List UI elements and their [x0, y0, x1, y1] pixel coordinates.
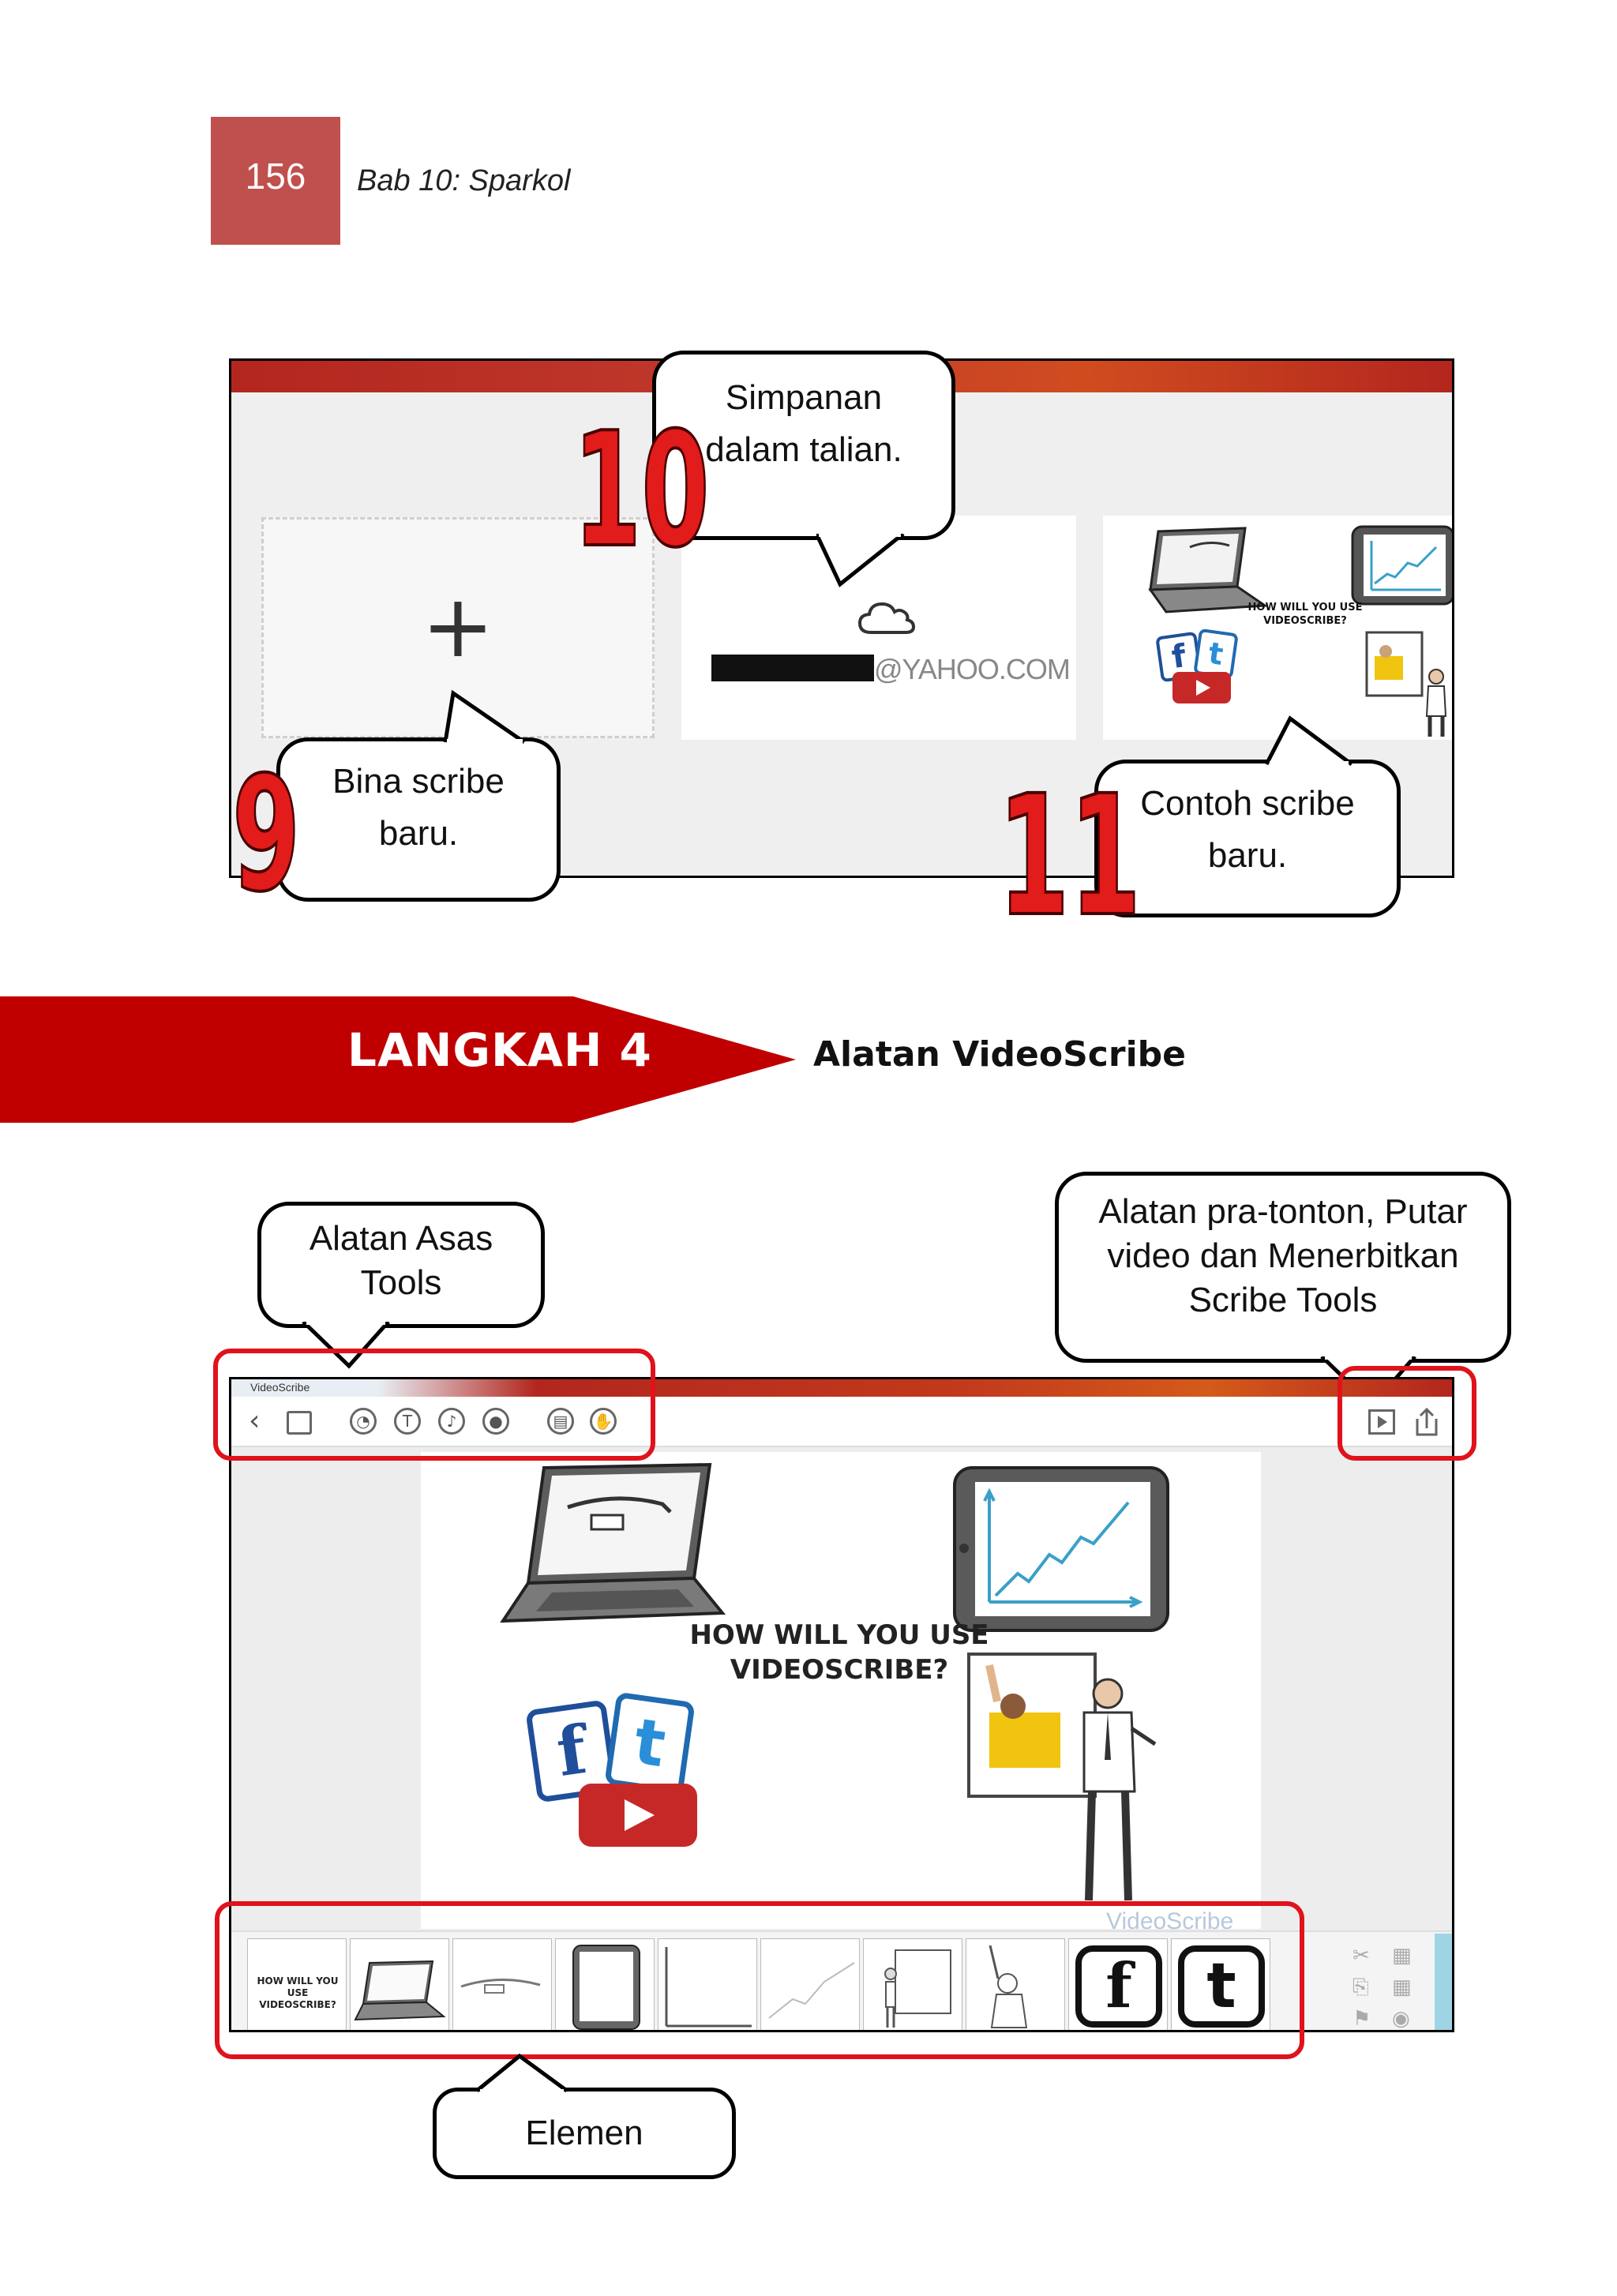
callout-sample-scribe: Contoh scribe baru. — [1094, 760, 1401, 917]
plus-icon: + — [421, 576, 495, 677]
callout-preview-tools: Alatan pra-tonton, Putar video dan Mener… — [1055, 1172, 1511, 1363]
callout-sample-scribe-text: Contoh scribe baru. — [1140, 784, 1355, 875]
callout-new-scribe-tail — [443, 689, 526, 744]
step-title: Alatan VideoScribe — [813, 1034, 1187, 1075]
element-tools-icons-2[interactable]: ▦▦◉ — [1392, 1944, 1412, 2031]
element-thumb-line[interactable] — [760, 1938, 860, 2030]
music-icon[interactable]: ♪ — [438, 1408, 465, 1435]
hand-icon[interactable]: ✋ — [590, 1408, 617, 1435]
callout-new-scribe-text: Bina scribe baru. — [332, 762, 505, 853]
callout-elements: Elemen — [433, 2088, 736, 2179]
elements-strip: HOW WILL YOU USE VIDEOSCRIBE? f t ✂⎘⚑ — [231, 1930, 1452, 2031]
twitter-illustration: t — [604, 1691, 696, 1795]
callout-basic-tools-tail — [302, 1322, 390, 1369]
teacher-illustration — [967, 1653, 1157, 1901]
element-thumb-axes[interactable] — [658, 1938, 757, 2030]
callout-online-storage-tail — [816, 534, 905, 587]
cloud-icon — [857, 602, 916, 634]
number-11: 11 — [997, 760, 1142, 953]
editor-title-bar: VideoScribe — [231, 1379, 1452, 1397]
element-thumb-laptop[interactable] — [350, 1938, 449, 2030]
editor-toolbar: ‹ ◔ T ♪ ● ▤ ✋ — [231, 1397, 1452, 1447]
element-thumb-glasses[interactable] — [452, 1938, 552, 2030]
preview-play-icon[interactable] — [1368, 1409, 1395, 1435]
account-email: @YAHOO.COM — [874, 653, 1071, 685]
highlight-preview-tools — [1337, 1366, 1476, 1461]
teacher-icon — [1365, 631, 1447, 737]
screenshot-start-screen: + @YAHOO.COM HOW WILL YOU USE VIDEOSCRIB… — [229, 358, 1454, 878]
callout-elements-text: Elemen — [525, 2114, 643, 2152]
number-10: 10 — [572, 399, 711, 583]
setup-tab[interactable] — [1435, 1934, 1452, 2030]
callout-basic-tools-text: Alatan Asas Tools — [309, 1219, 493, 1302]
redacted-username — [711, 655, 874, 681]
page-icon[interactable]: ▤ — [547, 1408, 574, 1435]
image-icon[interactable]: ◔ — [350, 1408, 377, 1435]
element-tools-icons[interactable]: ✂⎘⚑ — [1353, 1944, 1371, 2031]
highlight-elements — [215, 1901, 1304, 2059]
element-thumb-facebook[interactable]: f — [1068, 1938, 1168, 2030]
callout-online-storage-text: Simpanan dalam talian. — [705, 378, 902, 469]
screenshot-editor: VideoScribe ‹ ◔ T ♪ ● ▤ ✋ — [229, 1377, 1454, 2032]
page-number-box — [211, 117, 340, 245]
element-thumb-teacher[interactable] — [863, 1938, 962, 2030]
callout-preview-tools-text: Alatan pra-tonton, Putar video dan Mener… — [1098, 1192, 1468, 1319]
microphone-icon[interactable]: ● — [482, 1408, 509, 1435]
canvas-caption: HOW WILL YOU USE VIDEOSCRIBE? — [689, 1619, 989, 1686]
publish-icon[interactable] — [1413, 1406, 1441, 1441]
text-icon[interactable]: T — [394, 1408, 421, 1435]
sample-caption: HOW WILL YOU USE VIDEOSCRIBE? — [1247, 602, 1363, 627]
step-banner — [0, 996, 796, 1123]
tablet-illustration — [953, 1466, 1169, 1632]
element-thumb-twitter[interactable]: t — [1171, 1938, 1270, 2030]
page-number: 156 — [245, 156, 306, 197]
callout-elements-tail — [475, 2053, 568, 2092]
save-icon[interactable] — [287, 1411, 312, 1435]
step-label: LANGKAH 4 — [347, 1023, 652, 1077]
back-icon[interactable]: ‹ — [249, 1405, 261, 1437]
element-thumb-student[interactable] — [966, 1938, 1065, 2030]
chapter-title: Bab 10: Sparkol — [357, 164, 571, 197]
laptop-illustration — [500, 1462, 726, 1623]
tablet-icon — [1351, 525, 1452, 606]
sample-scribe-card[interactable]: HOW WILL YOU USE VIDEOSCRIBE? f t — [1103, 516, 1452, 740]
window-title: VideoScribe — [250, 1381, 310, 1394]
element-thumb-tablet[interactable] — [555, 1938, 655, 2030]
videoscribe-watermark: VideoScribe — [1106, 1908, 1234, 1934]
number-9: 9 — [231, 743, 302, 927]
youtube-icon — [1172, 672, 1231, 703]
laptop-icon — [1148, 527, 1269, 613]
callout-new-scribe: Bina scribe baru. — [276, 737, 561, 902]
youtube-illustration — [579, 1784, 697, 1847]
element-thumb[interactable]: HOW WILL YOU USE VIDEOSCRIBE? — [247, 1938, 347, 2030]
highlight-basic-tools — [213, 1349, 655, 1461]
callout-sample-scribe-tail — [1264, 715, 1353, 766]
callout-online-storage: Simpanan dalam talian. — [652, 351, 955, 540]
scribe-canvas[interactable]: HOW WILL YOU USE VIDEOSCRIBE? f t VideoS… — [421, 1452, 1261, 1934]
thumb-caption: HOW WILL YOU USE VIDEOSCRIBE? — [257, 1975, 339, 2010]
callout-basic-tools: Alatan Asas Tools — [257, 1202, 545, 1328]
